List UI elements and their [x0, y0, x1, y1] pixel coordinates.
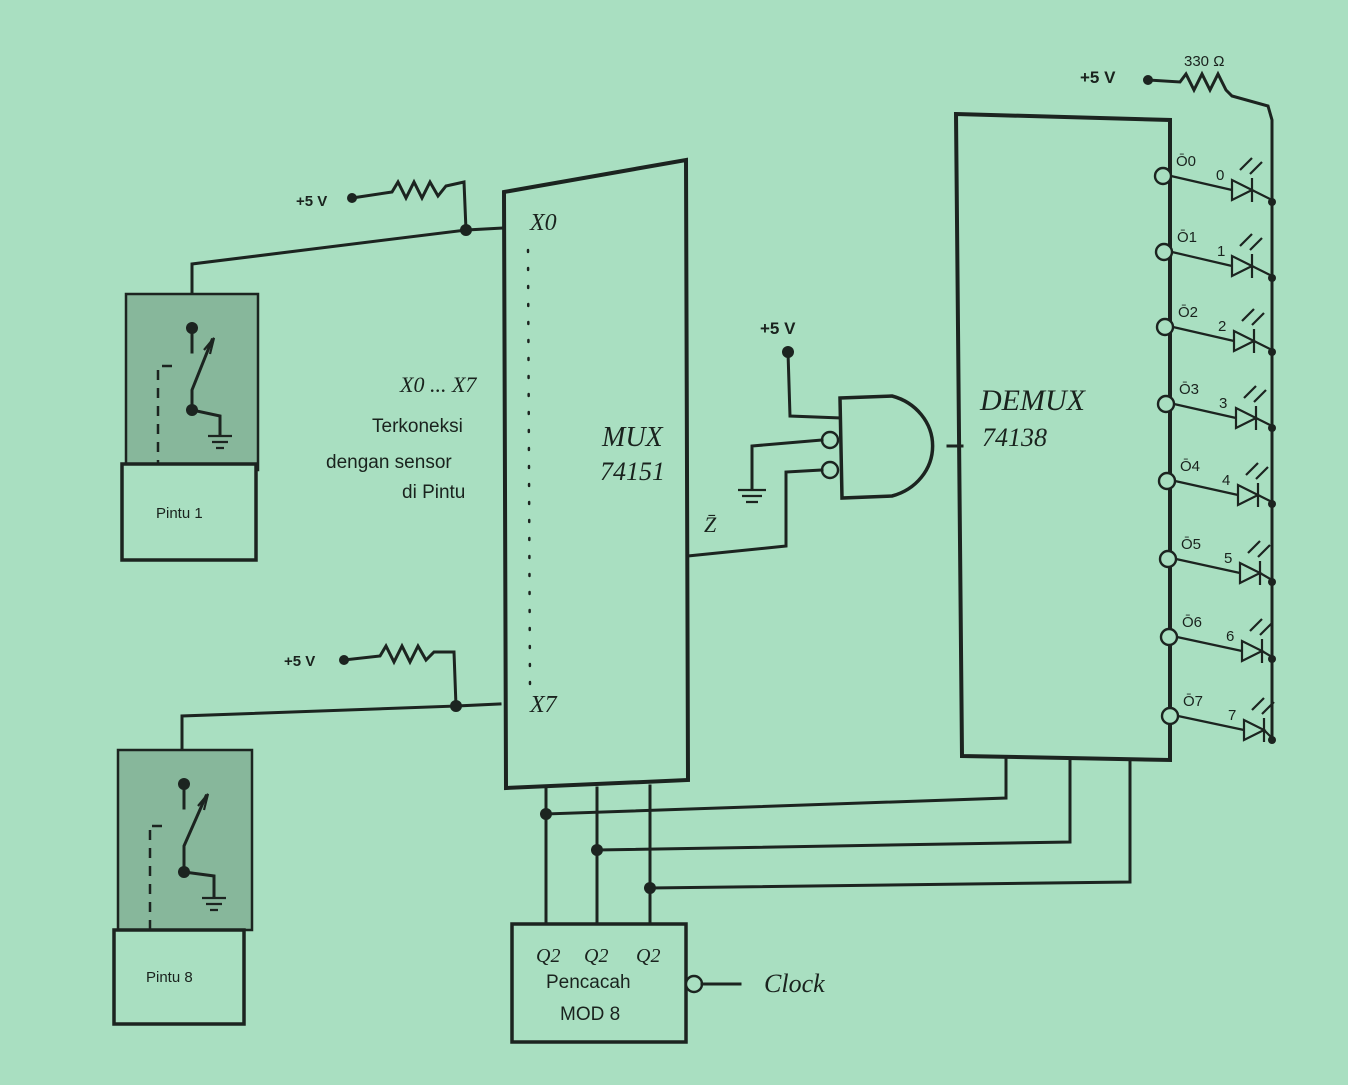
- pin-label-4: Ō4: [1180, 458, 1200, 475]
- mux-part: 74151: [600, 457, 665, 486]
- demux-output-7: Ō7 7: [1160, 693, 1275, 742]
- pin-label-1: Ō1: [1177, 229, 1197, 246]
- led-icon-1: [1230, 254, 1255, 278]
- mux-body: [501, 157, 691, 791]
- led-common-nodes: [1268, 198, 1276, 744]
- resistor-value-label: 330 Ω: [1184, 53, 1224, 70]
- vcc-label-gate: +5 V: [760, 319, 796, 338]
- pin-label-2: Ō2: [1178, 304, 1198, 321]
- mux-inputs-ellipsis: [526, 248, 532, 692]
- counter-mod8: Q2 Q2 Q2 Pencacah MOD 8 Clock: [510, 922, 825, 1044]
- demux-output-4: Ō4 4: [1157, 458, 1273, 507]
- mux-output-label: Z̄: [704, 512, 717, 537]
- resistor-330: [1146, 70, 1274, 742]
- demux-output-1: Ō1 1: [1154, 229, 1273, 278]
- counter-q-0: Q2: [536, 945, 560, 967]
- demux-output-5: Ō5 5: [1158, 536, 1273, 585]
- led-icon-0: [1230, 178, 1255, 202]
- demux-name: DEMUX: [979, 384, 1087, 417]
- door-8-box: [112, 928, 246, 1026]
- clock-label: Clock: [764, 969, 825, 998]
- led-icon-7: [1242, 718, 1267, 742]
- led-label-6: 6: [1226, 628, 1234, 645]
- door-8-label: Pintu 8: [146, 969, 193, 986]
- pin-label-3: Ō3: [1179, 381, 1199, 398]
- mux-input-first: X0: [529, 210, 557, 236]
- led-label-0: 0: [1216, 167, 1224, 184]
- led-label-2: 2: [1218, 318, 1226, 335]
- top-supply: +5 V 330 Ω: [1080, 53, 1274, 742]
- resistor-door8: [342, 642, 502, 708]
- mux-74151: X0 X7 MUX 74151 Z̄: [501, 157, 717, 791]
- ground-icon-door1: [208, 434, 232, 450]
- demux-output-2: Ō2 2: [1155, 304, 1273, 353]
- resistor-door1: [350, 178, 506, 232]
- counter-line1: Pencacah: [546, 972, 631, 993]
- pin-label-5: Ō5: [1181, 536, 1201, 553]
- vcc-label-door1: +5 V: [296, 193, 327, 210]
- led-label-1: 1: [1217, 243, 1225, 260]
- demux-output-3: Ō3 3: [1156, 381, 1273, 430]
- led-label-4: 4: [1222, 472, 1230, 489]
- pin-label-6: Ō6: [1182, 614, 1202, 631]
- sensor-box-door1: [124, 292, 260, 472]
- demux-body: [953, 111, 1172, 763]
- select-bus: [540, 758, 1132, 926]
- ground-icon-gate: [738, 488, 766, 504]
- note-line1: X0 ... X7: [399, 372, 477, 397]
- sensor-box-door8: [116, 748, 254, 932]
- door-8-sensor: +5 V Pintu 8: [112, 642, 502, 1026]
- sensor-note: X0 ... X7 Terkoneksi dengan sensor di Pi…: [326, 372, 477, 503]
- counter-line2: MOD 8: [560, 1004, 620, 1025]
- mux-input-last: X7: [529, 692, 558, 718]
- pin-label-0: Ō0: [1176, 153, 1196, 170]
- led-icon-6: [1240, 639, 1265, 663]
- pin-label-7: Ō7: [1183, 693, 1203, 710]
- ground-icon-door8: [202, 896, 226, 912]
- led-icon-5: [1238, 561, 1263, 585]
- note-line3: dengan sensor: [326, 452, 452, 473]
- led-label-3: 3: [1219, 395, 1227, 412]
- mux-name: MUX: [601, 422, 664, 453]
- door-1-sensor: +5 V Pintu 1: [120, 178, 506, 562]
- door-1-box: [120, 462, 258, 562]
- led-icon-4: [1236, 483, 1261, 507]
- and-gate-body: [838, 394, 935, 500]
- note-line4: di Pintu: [402, 482, 465, 503]
- demux-output-6: Ō6 6: [1159, 614, 1273, 663]
- vcc-label-door8: +5 V: [284, 653, 315, 670]
- counter-q-1: Q2: [584, 945, 608, 967]
- counter-q-2: Q2: [636, 945, 660, 967]
- door-1-label: Pintu 1: [156, 505, 203, 522]
- and-gate: +5 V: [686, 319, 964, 558]
- led-icon-3: [1234, 406, 1259, 430]
- note-line2: Terkoneksi: [372, 416, 463, 437]
- vcc-label-top: +5 V: [1080, 68, 1116, 87]
- demux-output-0: Ō0 0: [1153, 153, 1273, 202]
- led-icon-2: [1232, 329, 1257, 353]
- demux-74138: DEMUX 74138: [953, 111, 1172, 763]
- led-label-5: 5: [1224, 550, 1232, 567]
- demux-part: 74138: [982, 423, 1047, 452]
- led-label-7: 7: [1228, 707, 1236, 724]
